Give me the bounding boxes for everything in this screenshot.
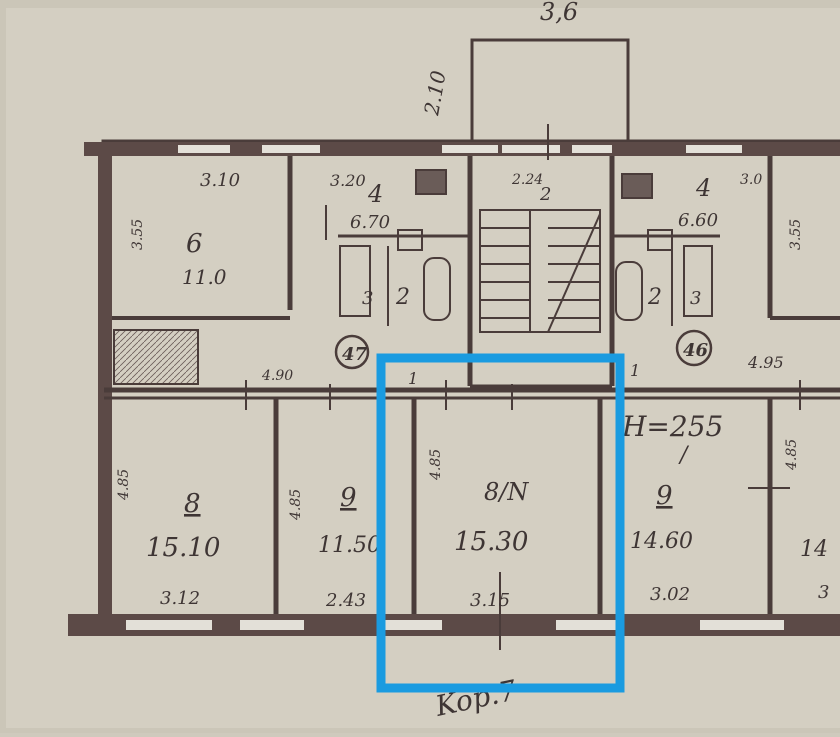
room-6-area: 11.0	[182, 265, 227, 289]
kitchen-left-top-dimension: 3.20	[330, 171, 366, 190]
hall-right-dimension: 4.95	[747, 353, 784, 372]
room-middle-side-dimension: 4.85	[428, 449, 444, 481]
room-middle-area: 15.30	[454, 527, 528, 557]
room-middle-bottom-dimension: 3.15	[470, 590, 510, 611]
hall-left-dimension: 4.90	[261, 368, 293, 384]
room-6-number: 6	[186, 229, 203, 259]
dimension-ticks	[245, 124, 801, 650]
apartment-46-label: 46	[683, 340, 709, 361]
room-9a-side-dimension: 4.85	[288, 489, 304, 521]
interior-walls	[104, 156, 840, 614]
room-6-top-dimension: 3.10	[200, 170, 240, 191]
kitchen-right-top-dimension: 3.0	[740, 172, 762, 188]
stair-number: 2	[539, 184, 551, 205]
edge-room-bottom-dimension: 3	[818, 582, 829, 603]
wc-left-number: 3	[362, 288, 373, 309]
pantry-closet	[113, 329, 199, 385]
kitchen-right-number: 4	[695, 174, 711, 202]
room-8-side-dimension: 4.85	[116, 469, 132, 501]
apartment-47-circle	[334, 334, 370, 370]
room-9b-bottom-dimension: 3.02	[650, 584, 690, 605]
left-bathroom-fixtures	[325, 169, 451, 326]
room-8-bottom-dimension: 3.12	[160, 588, 200, 609]
right-side-dimension: 3.55	[788, 219, 804, 250]
room-6-side-dimension: 3.55	[130, 219, 146, 250]
hall-left-number: 1	[408, 369, 418, 388]
room-9b-area: 14.60	[630, 529, 693, 554]
kitchen-left-area: 6.70	[350, 212, 390, 233]
bath-right-number: 2	[647, 285, 662, 310]
room-9b-side-dimension: 4.85	[784, 439, 800, 471]
windows	[126, 145, 784, 630]
staircase	[479, 209, 601, 333]
apartment-47-label: 47	[342, 344, 368, 365]
room-9a-number: 9	[340, 483, 357, 513]
room-8-number: 8	[184, 489, 201, 519]
kitchen-left-number: 4	[367, 180, 383, 208]
kitchen-right-area: 6.60	[678, 210, 718, 231]
room-9b-number: 9	[656, 481, 673, 511]
ceiling-height-note: H=255	[621, 410, 723, 443]
apartment-46-circle	[675, 329, 713, 367]
stair-top-dimension: 2.24	[511, 172, 543, 188]
room-8-area: 15.10	[146, 533, 220, 563]
top-partial-label: 3,6	[540, 0, 578, 26]
right-bathroom-fixtures	[615, 173, 713, 326]
room-middle-number: 8/N	[484, 478, 529, 506]
room-9a-area: 11.50	[318, 533, 381, 558]
edge-room-area: 14	[800, 537, 828, 562]
wc-right-number: 3	[690, 288, 701, 309]
bath-left-number: 2	[395, 285, 410, 310]
room-9a-bottom-dimension: 2.43	[325, 590, 366, 611]
hall-right-number: 1	[630, 361, 640, 380]
ceiling-height-subnote: /	[678, 443, 690, 468]
highlight-box	[376, 353, 625, 693]
